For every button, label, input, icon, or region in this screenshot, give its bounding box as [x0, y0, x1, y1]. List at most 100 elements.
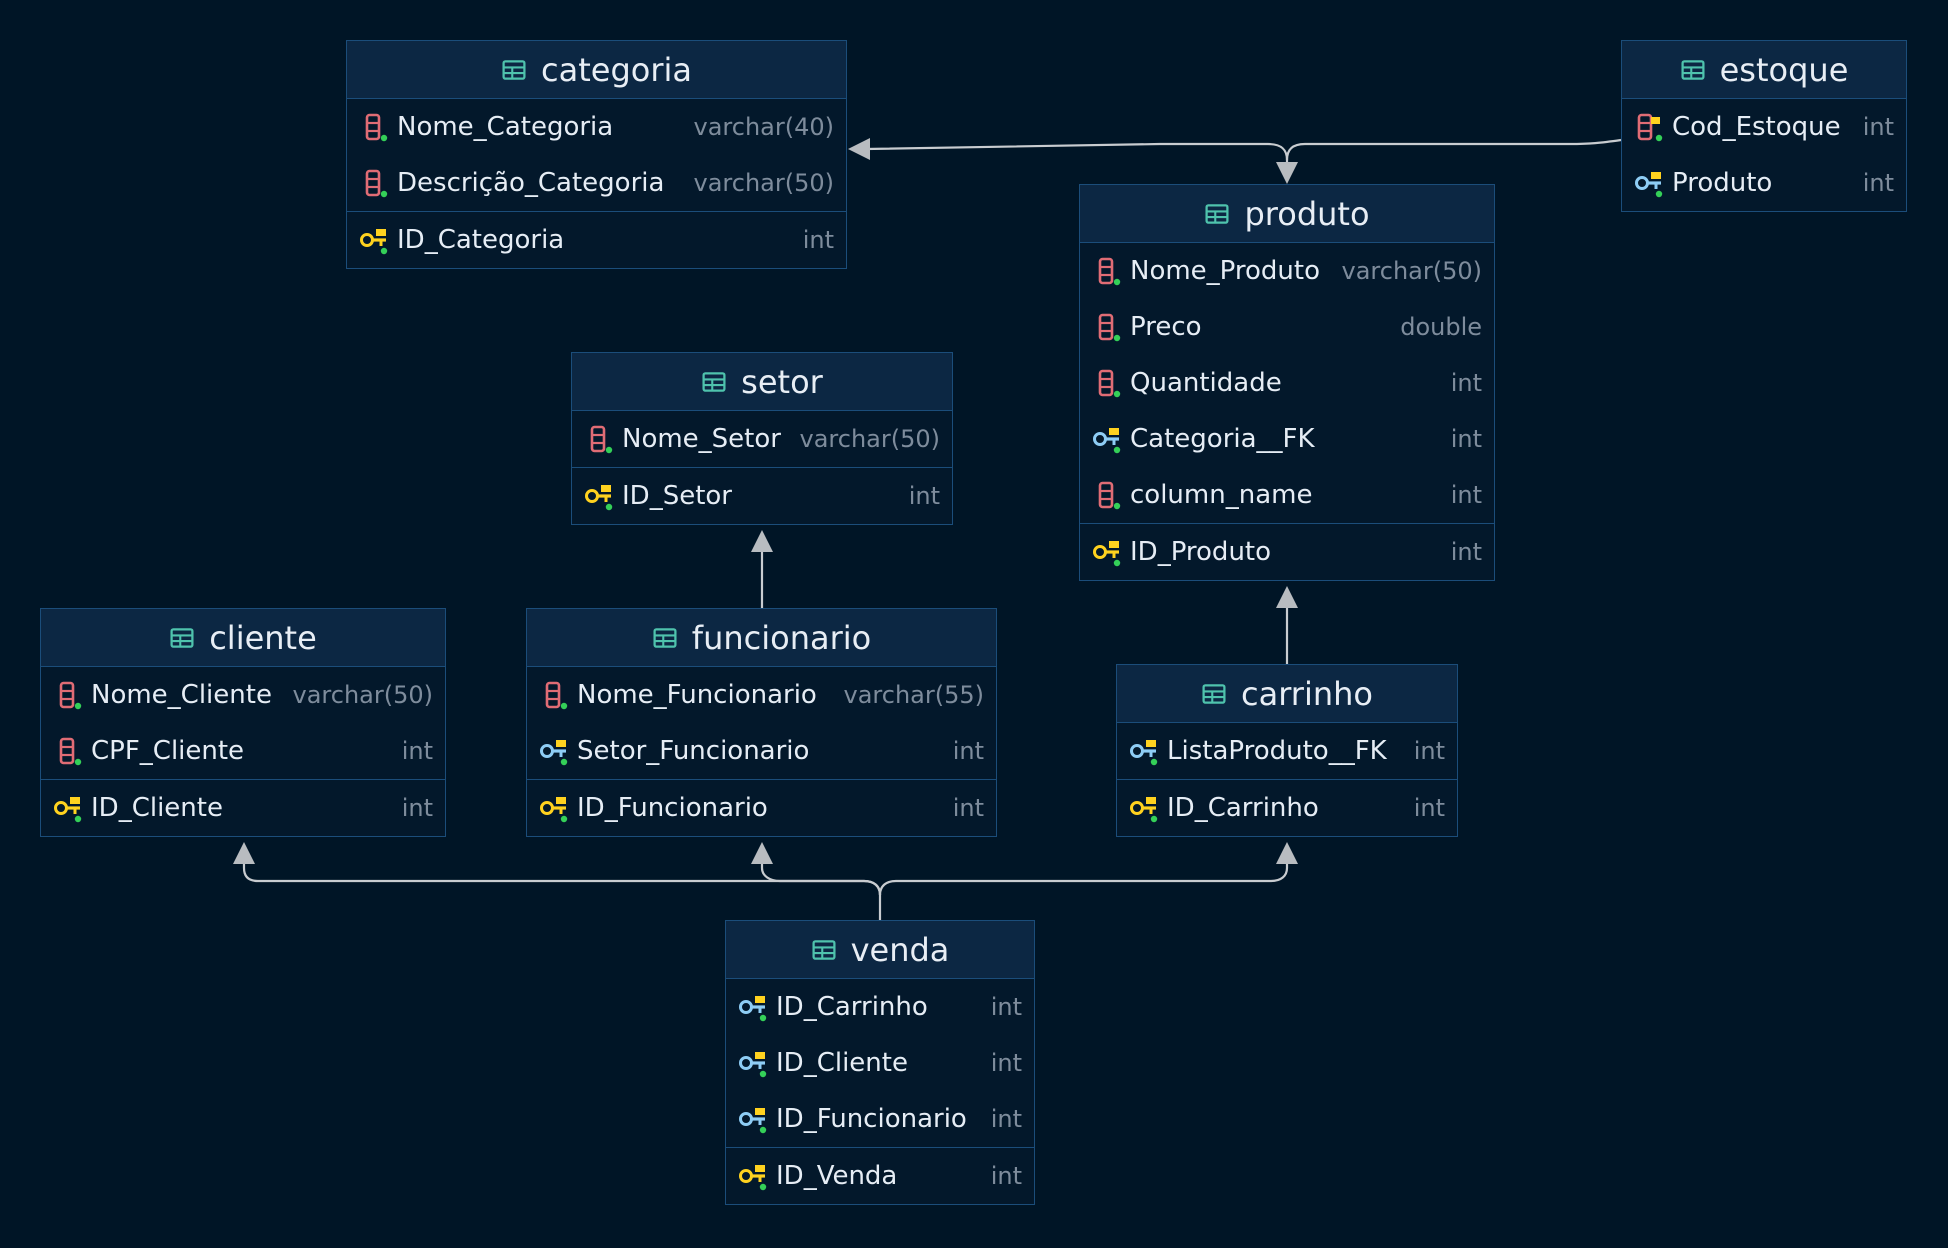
column-type: int [1862, 169, 1894, 197]
column-name: column_name [1130, 480, 1313, 510]
column-name: ID_Venda [776, 1161, 898, 1191]
primary-key-icon [1130, 797, 1158, 823]
primary-key-row[interactable]: ID_Venda int [726, 1147, 1034, 1204]
table-header[interactable]: produto [1080, 185, 1494, 243]
column-type: int [908, 482, 940, 510]
relationship-line[interactable] [865, 142, 1289, 161]
column-name: Nome_Funcionario [577, 680, 817, 710]
column-type: int [1450, 538, 1482, 566]
arrow-head-icon [751, 842, 773, 864]
column-name: Nome_Setor [622, 424, 781, 454]
table-name: carrinho [1241, 674, 1373, 713]
column-type: int [990, 1105, 1022, 1133]
table-header[interactable]: venda [726, 921, 1034, 979]
column-type: varchar(50) [799, 425, 941, 453]
relationship-estoque-produto[interactable] [1276, 138, 1622, 184]
column-row[interactable]: ListaProduto__FK int [1117, 723, 1457, 779]
column-type: int [1862, 113, 1894, 141]
column-icon [590, 425, 613, 454]
column-icon [1098, 257, 1121, 286]
table-header[interactable]: estoque [1622, 41, 1906, 99]
primary-key-icon [585, 485, 613, 511]
table-icon [653, 627, 677, 648]
table-name: categoria [541, 50, 692, 89]
column-row[interactable]: Produto int [1622, 155, 1906, 211]
table-icon [812, 939, 836, 960]
column-row[interactable]: Quantidade int [1080, 355, 1494, 411]
relationship-venda-carrinho[interactable] [878, 842, 1298, 896]
table-header[interactable]: carrinho [1117, 665, 1457, 723]
foreign-key-icon [739, 996, 767, 1022]
column-name: Produto [1672, 168, 1773, 198]
column-type: int [1450, 425, 1482, 453]
relationship-funcionario-setor[interactable] [751, 530, 773, 608]
column-type: int [990, 1049, 1022, 1077]
column-name: ID_Funcionario [776, 1104, 967, 1134]
column-type: int [1413, 737, 1445, 765]
column-icon [1098, 369, 1121, 398]
relationship-line[interactable] [878, 862, 1289, 896]
column-type: int [401, 794, 433, 822]
column-name: Quantidade [1130, 368, 1282, 398]
column-type: int [1450, 369, 1482, 397]
relationship-venda-funcionario[interactable] [751, 842, 882, 896]
column-type: int [401, 737, 433, 765]
table-header[interactable]: setor [572, 353, 952, 411]
column-type: varchar(50) [693, 169, 835, 197]
relationship-line[interactable] [760, 862, 882, 896]
column-name: ID_Carrinho [1167, 793, 1319, 823]
column-name: ListaProduto__FK [1167, 736, 1387, 766]
relationship-estoque-categoria[interactable] [848, 138, 1289, 161]
column-type: int [990, 1162, 1022, 1190]
relationship-carrinho-produto[interactable] [1276, 586, 1298, 664]
relationship-line[interactable] [1285, 138, 1622, 166]
arrow-head-icon [233, 842, 255, 864]
column-type: varchar(50) [292, 681, 434, 709]
column-name: Setor_Funcionario [577, 736, 810, 766]
arrow-head-icon [751, 530, 773, 552]
table-header[interactable]: categoria [347, 41, 846, 99]
relationship-line[interactable] [242, 862, 882, 920]
table-header[interactable]: cliente [41, 609, 445, 667]
column-icon [59, 737, 82, 766]
table-header[interactable]: funcionario [527, 609, 996, 667]
column-row[interactable]: ID_Funcionario int [726, 1091, 1034, 1147]
column-row[interactable]: CPF_Cliente int [41, 723, 445, 779]
foreign-key-icon [540, 740, 568, 766]
primary-key-icon [540, 797, 568, 823]
table-icon [1681, 59, 1705, 80]
column-name: CPF_Cliente [91, 736, 245, 766]
column-row[interactable]: Nome_Setor varchar(50) [572, 411, 952, 467]
column-icon [1098, 481, 1121, 510]
column-name: Nome_Categoria [397, 112, 614, 142]
column-name: Preco [1130, 312, 1202, 342]
column-icon [545, 681, 568, 710]
table-name: cliente [209, 618, 317, 657]
